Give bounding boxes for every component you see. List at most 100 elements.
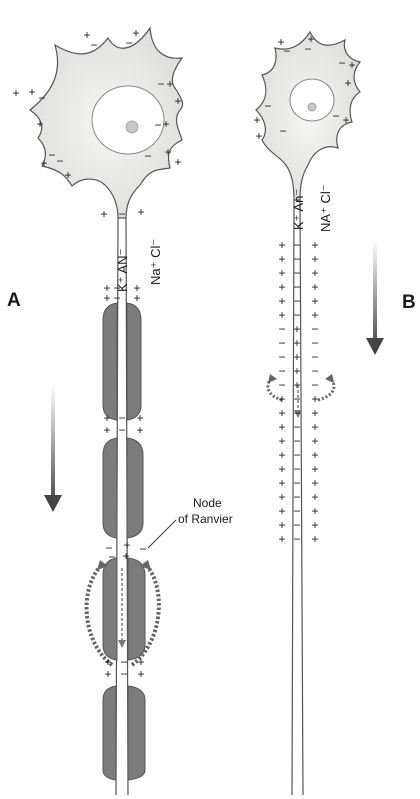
axon-b-charge: −: [293, 308, 300, 322]
axon-b-charge: +: [311, 532, 318, 546]
axon-b-charge: +: [311, 434, 318, 448]
panel-b-ion-inner: K⁺ An⁻: [291, 189, 306, 230]
axon-b-charge: +: [278, 532, 285, 546]
axon-b-charge: +: [311, 308, 318, 322]
axon-b-charge: +: [278, 504, 285, 518]
axon-a-charge: +: [123, 538, 130, 552]
myelin-segment-3b: [127, 557, 146, 661]
axon-b-charge: +: [311, 252, 318, 266]
axon-b-charge: −: [278, 378, 285, 392]
axon-b-charge: −: [293, 490, 300, 504]
axon-b-charge: +: [278, 308, 285, 322]
soma-b-charge: +: [344, 76, 351, 90]
myelin-segment-3: [102, 557, 118, 661]
axon-b-charge: −: [293, 252, 300, 266]
soma-a-charge: +: [174, 155, 181, 169]
axon-a-charge: +: [136, 411, 143, 425]
panel-a-label: A: [7, 290, 21, 311]
axon-b-charge: +: [278, 434, 285, 448]
neuron-b-axon-membrane-right: [299, 199, 304, 796]
soma-a-charge: −: [38, 91, 45, 105]
myelin-segment-2: [102, 437, 118, 539]
axon-a-charge: +: [137, 667, 144, 681]
saltatory-arrowhead-left: [97, 560, 108, 570]
axon-b-charge: +: [311, 448, 318, 462]
axon-a-charge: +: [103, 411, 110, 425]
soma-a-charge: −: [157, 77, 164, 91]
soma-a-charge: −: [48, 148, 55, 162]
axon-b-charge: −: [293, 238, 300, 252]
soma-a-charge: +: [36, 117, 43, 131]
axon-b-charge: +: [293, 364, 300, 378]
axon-b-charge: −: [278, 350, 285, 364]
soma-a-charge: +: [174, 94, 181, 108]
local-current-arrowhead-left: [268, 374, 277, 383]
soma-a-charge: −: [154, 118, 161, 132]
axon-b-charge: −: [293, 504, 300, 518]
axon-b-charge: −: [311, 336, 318, 350]
axon-b-charge: +: [311, 504, 318, 518]
axon-b-charge: −: [293, 392, 300, 406]
direction-arrow-a: [44, 385, 62, 512]
axon-a-charge: −: [120, 667, 127, 681]
internal-current-arrowhead-a: [118, 640, 126, 648]
axon-b-charge: −: [293, 294, 300, 308]
axon-a-charge: −: [120, 655, 127, 669]
node-of-ranvier-label-line1: Node: [193, 496, 222, 510]
axon-b-charge: +: [311, 476, 318, 490]
axon-b-charge: +: [278, 462, 285, 476]
axon-a-charge: +: [137, 655, 144, 669]
soma-b-charge: −: [264, 99, 271, 113]
axon-b-charge: +: [278, 294, 285, 308]
axon-b-charge: +: [278, 392, 285, 406]
soma-b-charge: +: [253, 113, 260, 127]
axon-b-charge: −: [293, 406, 300, 420]
panel-a-ion-inner: K⁺ AN⁻: [115, 249, 130, 292]
axon-b-charge: −: [293, 532, 300, 546]
neuron-b-axon-membrane-left: [291, 199, 295, 796]
axon-a-charge: −: [108, 550, 115, 564]
myelin-segment-1: [102, 302, 118, 421]
axon-b-charge: −: [293, 266, 300, 280]
membrane-charges: +−+−+−++−++−+−+−++−++−+−+−++−+−+−+−++−++…: [12, 26, 355, 681]
myelin-segment-4: [102, 685, 117, 781]
axon-a-charge: +: [103, 423, 110, 437]
panel-b-ion-outer: NA⁺ Cl⁻: [318, 184, 333, 232]
axon-b-charge: +: [311, 238, 318, 252]
axon-a-charge: +: [104, 667, 111, 681]
axon-a-charge: −: [118, 411, 125, 425]
node-of-ranvier-label-line2: of Ranvier: [178, 512, 233, 526]
soma-b-charge: −: [279, 124, 286, 138]
soma-a-charge: +: [132, 26, 139, 40]
neuron-a-nucleus: [91, 85, 165, 155]
axon-b-charge: +: [293, 378, 300, 392]
axon-b-charge: +: [278, 476, 285, 490]
soma-b-charge: +: [277, 35, 284, 49]
neuron-b-nucleolus: [307, 102, 317, 112]
soma-a-charge: +: [12, 86, 19, 100]
axon-b-charge: −: [293, 434, 300, 448]
axon-a-charge: −: [118, 207, 125, 221]
soma-a-charge: +: [166, 77, 173, 91]
axon-b-charge: +: [311, 462, 318, 476]
soma-b-charge: +: [255, 129, 262, 143]
soma-a-charge: −: [56, 154, 63, 168]
direction-arrow-b: [366, 240, 384, 355]
axon-b-charge: −: [311, 322, 318, 336]
axon-b-charge: −: [293, 476, 300, 490]
soma-b-charge: +: [307, 32, 314, 46]
axon-a-charge: +: [136, 423, 143, 437]
soma-b-charge: −: [283, 44, 290, 58]
panel-b-label: B: [402, 292, 416, 313]
axon-b-charge: +: [278, 266, 285, 280]
axon-a-charge: +: [104, 655, 111, 669]
axon-a-charge: +: [133, 281, 140, 295]
axon-a-charge: −: [105, 541, 112, 555]
axon-a-charge: +: [137, 205, 144, 219]
soma-a-charge: −: [90, 38, 97, 52]
axon-b-charge: −: [293, 280, 300, 294]
axon-b-charge: +: [278, 252, 285, 266]
axon-b-charge: +: [278, 280, 285, 294]
